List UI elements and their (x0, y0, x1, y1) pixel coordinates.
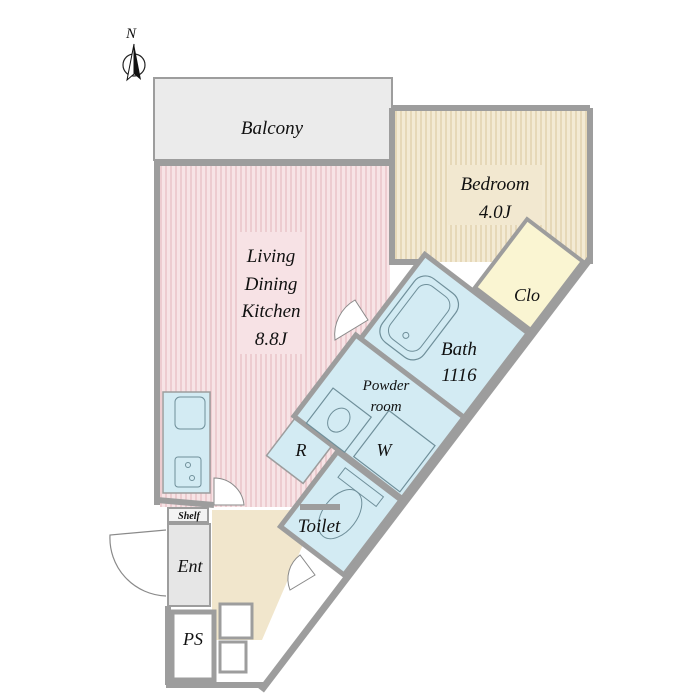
bathtub-icon (379, 275, 460, 361)
balcony-label: Balcony (241, 118, 304, 139)
shelf (167, 507, 209, 523)
kitchen-sink-icon (174, 396, 206, 430)
ldk-label-line1: Living (246, 246, 296, 267)
ldk-label-line3: Kitchen (240, 301, 300, 322)
bedroom-size: 4.0J (479, 202, 513, 223)
north-compass-icon: N (122, 26, 146, 82)
entrance-door[interactable] (109, 529, 167, 597)
ldk-label-bg (240, 232, 302, 354)
powder-label-line1: Powder (362, 378, 410, 394)
closet-label: Clo (514, 285, 540, 305)
toilet-door[interactable] (287, 554, 316, 591)
washbasin (305, 387, 373, 454)
powder-label-line2: room (370, 399, 401, 415)
ldk-door[interactable] (213, 477, 245, 506)
bath-label: Bath (441, 339, 477, 360)
washer-label: W (377, 440, 394, 460)
fridge-label: R (295, 440, 307, 460)
compass-label: N (125, 26, 137, 42)
kitchen-counter (162, 391, 211, 494)
wet-area-strip (258, 216, 593, 693)
bedroom-label: Bedroom (461, 174, 530, 195)
shelf-label: Shelf (178, 511, 201, 522)
ps-label: PS (182, 629, 203, 649)
bedroom-label-bg (448, 165, 542, 225)
sink-icon (327, 407, 351, 433)
toilet-bowl-icon (317, 489, 363, 540)
ldk-label-line2: Dining (244, 274, 298, 295)
storage-box (218, 640, 248, 674)
storage-box (218, 602, 254, 640)
bath-size: 1116 (441, 365, 477, 386)
washer-space (352, 409, 436, 493)
entrance-label: Ent (177, 556, 204, 576)
closet (472, 216, 586, 333)
toilet-label: Toilet (298, 516, 341, 537)
stove-icon (174, 456, 202, 488)
powder-door[interactable] (334, 299, 369, 341)
ldk-size: 8.8J (255, 329, 289, 350)
pipe-space (169, 609, 217, 683)
toilet (276, 448, 405, 579)
entrance (167, 523, 211, 607)
fridge-space (265, 417, 333, 485)
exterior (160, 262, 700, 700)
walls (154, 105, 593, 688)
